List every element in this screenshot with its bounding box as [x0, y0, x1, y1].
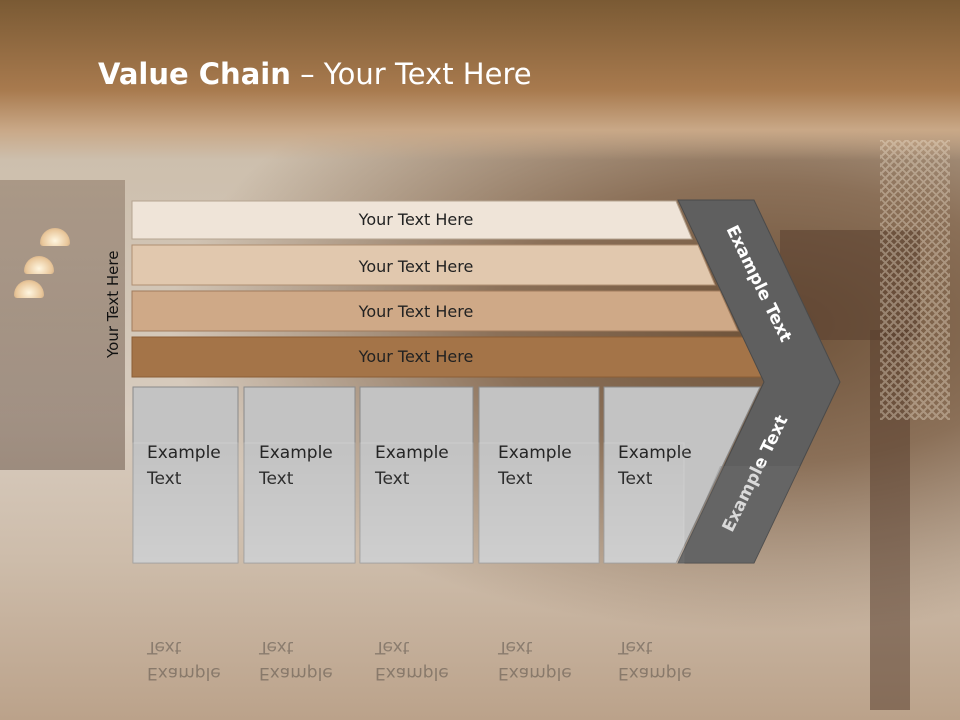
reflection: Example Text Example Text Example Text E… [132, 442, 800, 683]
reflect-5-line1: Example [618, 663, 692, 683]
page-title: Value Chain – Your Text Here [98, 52, 532, 96]
reflect-4-line1: Example [498, 663, 572, 683]
reflect-2-line1: Example [259, 663, 333, 683]
bar-3-label: Your Text Here [358, 302, 474, 321]
bar-1 [131, 200, 693, 240]
bar-4-label: Your Text Here [358, 347, 474, 366]
reflect-1-line2: Text [146, 637, 182, 657]
bar-3 [131, 290, 739, 332]
background-chair-weave [880, 140, 950, 420]
reflect-5-line2: Text [617, 637, 653, 657]
bar-2-label: Your Text Here [358, 257, 474, 276]
lamp-3 [14, 280, 44, 298]
background-window [0, 180, 125, 470]
reflect-3-line1: Example [375, 663, 449, 683]
bar-2 [131, 244, 716, 286]
reflect-3-line2: Text [374, 637, 410, 657]
background-chair [870, 330, 910, 710]
margin-chevron [677, 199, 841, 564]
lamp-2 [24, 256, 54, 274]
bar-1-label: Your Text Here [358, 210, 474, 229]
lamp-1 [40, 228, 70, 246]
reflect-2-line2: Text [258, 637, 294, 657]
title-bold: Value Chain [98, 57, 291, 91]
reflect-1-line1: Example [147, 663, 221, 683]
reflect-4-line2: Text [497, 637, 533, 657]
title-rest: – Your Text Here [290, 57, 532, 91]
